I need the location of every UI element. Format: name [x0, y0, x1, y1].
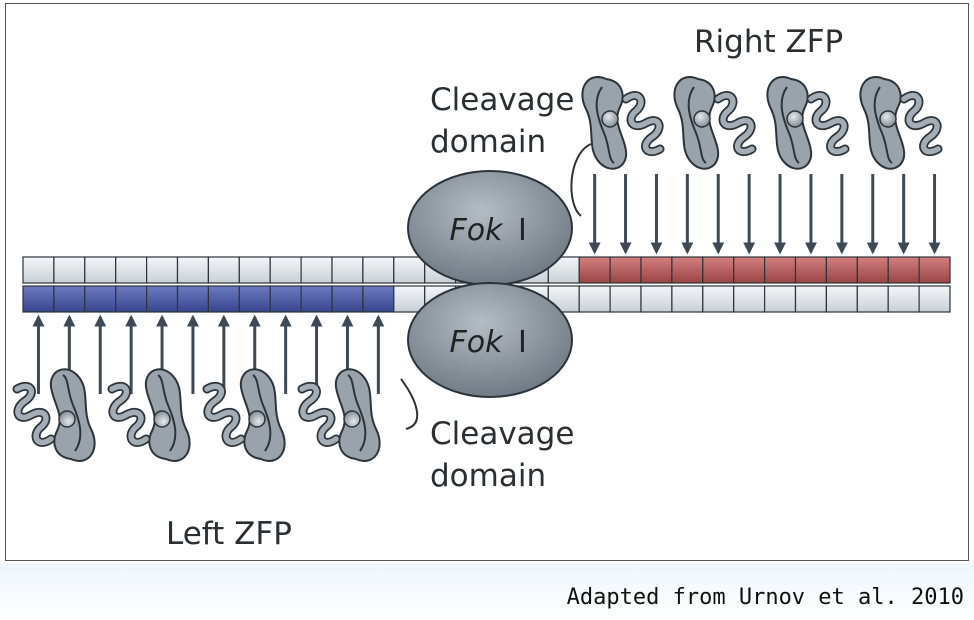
dna-cell: [640, 285, 673, 313]
foki-cleavage-domain-top: Fok I: [407, 170, 573, 286]
dna-cell: [115, 256, 148, 284]
right-binding-site-cell: [794, 256, 827, 284]
dna-cell: [609, 285, 642, 313]
right-binding-site-cell: [918, 256, 951, 284]
cleavage-label-top-line1: Cleavage: [430, 82, 574, 118]
dna-cell: [53, 256, 86, 284]
right-binding-site-cell: [763, 256, 797, 284]
left-binding-site-cell: [146, 285, 179, 313]
cleavage-label-bottom-line2: domain: [430, 458, 546, 494]
fok-suffix-top: I: [518, 213, 527, 248]
dna-cell: [84, 256, 117, 284]
dna-cell: [702, 285, 735, 313]
foki-cleavage-domain-bottom: Fok I: [407, 282, 573, 398]
dna-cell: [578, 285, 611, 313]
dna-cell: [856, 285, 889, 313]
dna-cell: [362, 256, 395, 284]
dna-cell: [146, 256, 179, 284]
left-binding-site-cell: [115, 285, 148, 313]
right-binding-site-cell: [640, 256, 673, 284]
dna-cell: [887, 285, 920, 313]
right-zfp-arrows: [588, 174, 941, 255]
left-binding-site-cell: [238, 285, 271, 313]
fok-label-bottom: Fok: [450, 325, 505, 360]
left-binding-site-cell: [176, 285, 209, 313]
left-zinc-finger-proteins: [17, 369, 419, 461]
dna-cell: [393, 285, 426, 313]
dna-cell: [176, 256, 209, 284]
dna-cell: [238, 256, 271, 284]
left-binding-site-cell: [22, 285, 55, 313]
right-binding-site-cell: [856, 256, 889, 284]
cleavage-label-top-line2: domain: [430, 124, 546, 160]
figure-frame: Fok I Fok I Right ZFP Left ZFP Cleavage …: [5, 3, 969, 561]
dna-top-strand: [22, 256, 951, 284]
zfn-diagram: Fok I Fok I Right ZFP Left ZFP Cleavage …: [6, 24, 951, 552]
dna-cell: [22, 256, 55, 284]
left-binding-site-cell: [53, 285, 86, 313]
dna-cell: [825, 285, 858, 313]
fok-suffix-bottom: I: [518, 325, 527, 360]
left-binding-site-cell: [269, 285, 302, 313]
right-binding-site-cell: [825, 256, 858, 284]
left-binding-site-cell: [300, 285, 333, 313]
right-zfp-label: Right ZFP: [694, 24, 843, 60]
left-binding-site-cell: [362, 285, 395, 313]
right-binding-site-cell: [887, 256, 920, 284]
right-binding-site-cell: [578, 256, 611, 284]
right-binding-site-cell: [702, 256, 735, 284]
dna-cell: [763, 285, 797, 313]
right-binding-site-cell: [609, 256, 642, 284]
dna-cell: [794, 285, 827, 313]
dna-cell: [393, 256, 426, 284]
left-zfp-arrows: [32, 314, 385, 394]
right-binding-site-cell: [671, 256, 704, 284]
left-binding-site-cell: [331, 285, 364, 313]
dna-cell: [733, 285, 766, 313]
left-binding-site-cell: [84, 285, 117, 313]
dna-cell: [331, 256, 364, 284]
figure-caption: Adapted from Urnov et al. 2010: [566, 585, 964, 610]
right-binding-site-cell: [733, 256, 766, 284]
left-binding-site-cell: [207, 285, 240, 313]
right-zinc-finger-proteins: [570, 77, 938, 217]
fok-label-top: Fok: [450, 213, 505, 248]
dna-cell: [207, 256, 240, 284]
caption-band: [0, 563, 974, 620]
cleavage-label-bottom-line1: Cleavage: [430, 416, 574, 452]
dna-cell: [918, 285, 951, 313]
dna-cell: [671, 285, 704, 313]
dna-cell: [269, 256, 302, 284]
dna-cell: [300, 256, 333, 284]
left-zfp-label: Left ZFP: [166, 516, 292, 552]
